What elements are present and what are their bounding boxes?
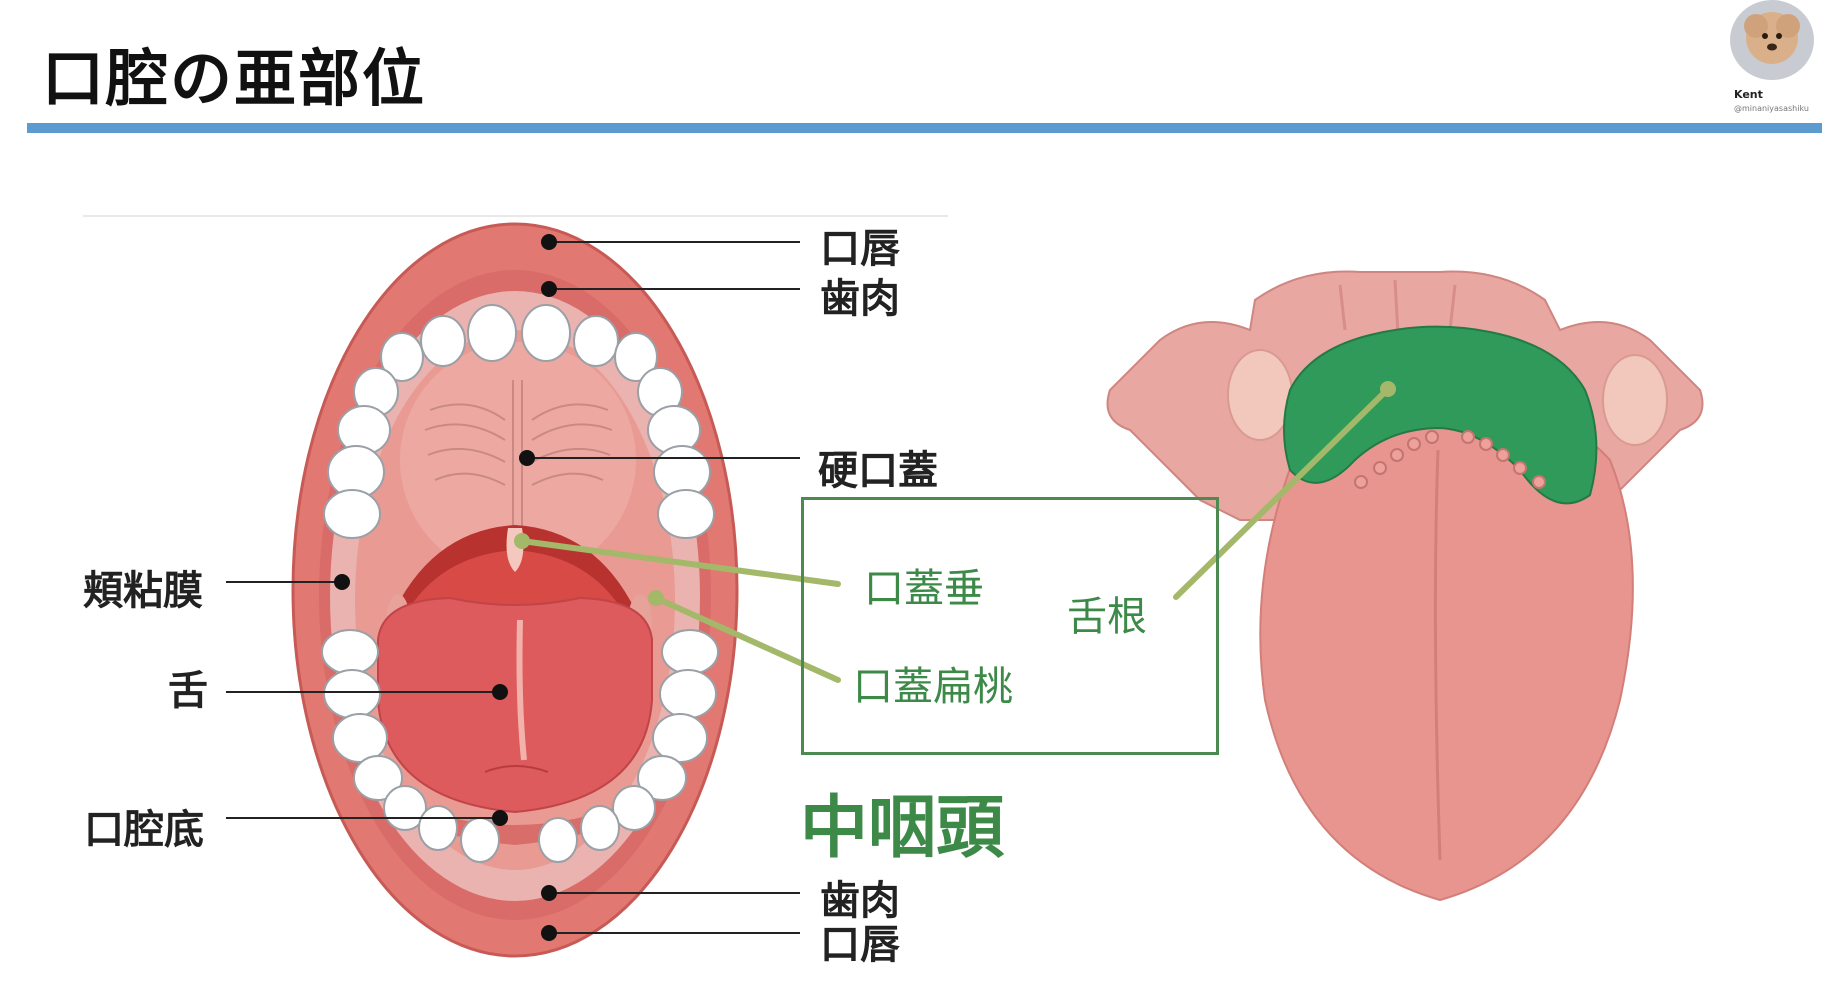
avatar bbox=[1730, 0, 1814, 80]
tongue-illustration bbox=[1106, 270, 1704, 902]
open-mouth-illustration bbox=[291, 222, 739, 958]
upper-teeth bbox=[323, 304, 715, 539]
label-lip-top: 口唇 bbox=[820, 226, 900, 272]
page-title: 口腔の亜部位 bbox=[42, 42, 427, 115]
leader-dots bbox=[334, 234, 557, 941]
label-tongue: 舌 bbox=[168, 668, 208, 714]
author-name: Kent bbox=[1734, 88, 1763, 101]
lower-teeth bbox=[321, 629, 719, 863]
tongue bbox=[377, 596, 653, 814]
label-hard-palate: 硬口蓋 bbox=[818, 448, 938, 494]
green-leader-dots bbox=[514, 381, 1396, 606]
label-uvula: 口蓋垂 bbox=[864, 566, 984, 612]
label-gum-top: 歯肉 bbox=[820, 276, 900, 322]
left-tonsil-area bbox=[1227, 349, 1293, 441]
label-lip-bottom: 口唇 bbox=[820, 922, 900, 968]
green-leader-lines bbox=[519, 386, 1391, 683]
oropharynx-box bbox=[801, 497, 1219, 755]
label-buccal-mucosa: 頬粘膜 bbox=[83, 568, 203, 614]
title-rule bbox=[27, 123, 1822, 133]
oropharynx-title: 中咽頭 bbox=[800, 789, 1005, 868]
hard-palate bbox=[400, 342, 636, 578]
label-gum-bottom: 歯肉 bbox=[820, 878, 900, 924]
circumvallate-papillae bbox=[1354, 430, 1546, 489]
label-palatine-tonsil: 口蓋扁桃 bbox=[853, 664, 1013, 710]
right-tonsil-area bbox=[1602, 354, 1668, 446]
author-handle: @minaniyasashiku bbox=[1734, 104, 1809, 113]
label-tongue-base: 舌根 bbox=[1067, 594, 1147, 640]
label-floor-of-mouth: 口腔底 bbox=[84, 807, 204, 853]
leader-lines bbox=[226, 241, 800, 934]
tongue-base-highlight bbox=[1283, 325, 1598, 505]
